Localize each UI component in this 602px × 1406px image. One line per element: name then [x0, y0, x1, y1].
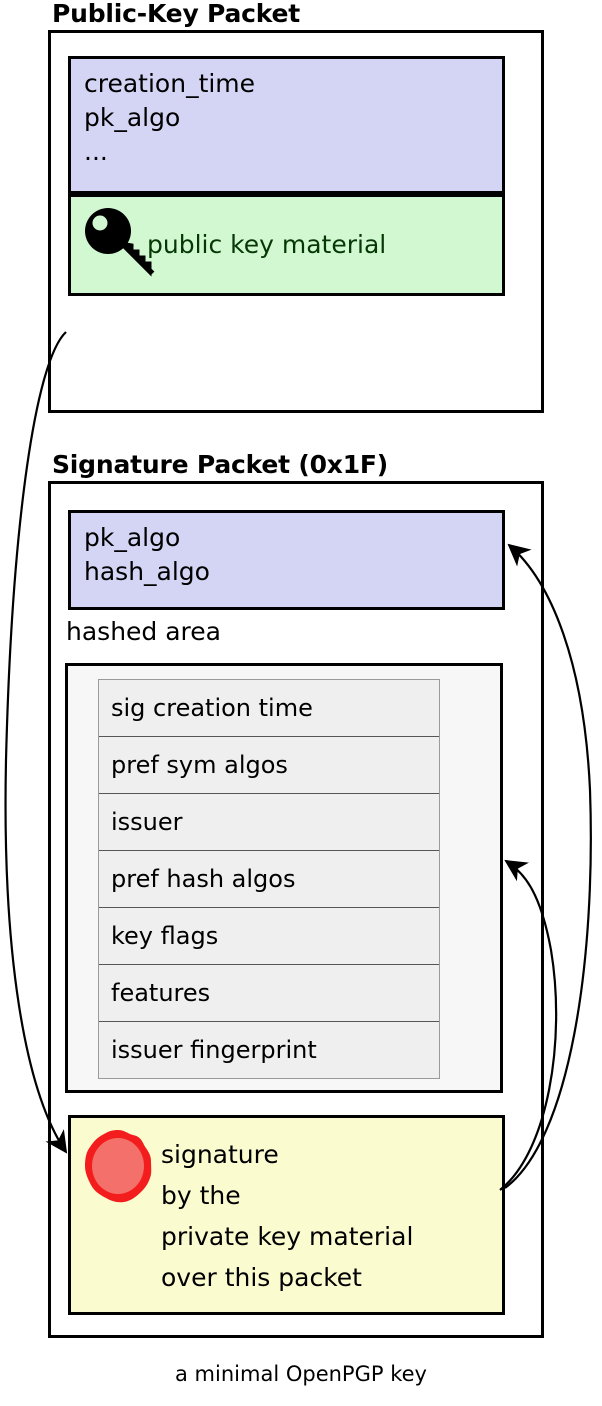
signature-fields-text: pk_algo hash_algo: [84, 523, 210, 586]
diagram-caption: a minimal OpenPGP key: [175, 1362, 427, 1386]
wax-seal-icon: [85, 1130, 152, 1203]
public-key-fields-text: creation_time pk_algo ...: [84, 69, 256, 166]
list-item[interactable]: pref sym algos: [99, 737, 439, 794]
public-key-material-label: public key material: [147, 230, 387, 259]
public-key-packet-title: Public-Key Packet: [52, 0, 301, 28]
public-key-material-block: public key material: [68, 194, 505, 296]
hashed-area-label: hashed area: [66, 617, 221, 646]
subpacket-list: sig creation time pref sym algos issuer …: [98, 679, 440, 1079]
public-key-fields-block: creation_time pk_algo ...: [68, 56, 505, 194]
signature-fields-block: pk_algo hash_algo: [68, 510, 505, 610]
key-icon: [85, 208, 155, 277]
list-item[interactable]: key flags: [99, 908, 439, 965]
list-item[interactable]: pref hash algos: [99, 851, 439, 908]
list-item[interactable]: issuer fingerprint: [99, 1022, 439, 1079]
signature-blob-text: signature by the private key material ov…: [161, 1140, 414, 1292]
list-item[interactable]: features: [99, 965, 439, 1022]
signature-blob-block: signature by the private key material ov…: [68, 1115, 505, 1315]
signature-packet-title: Signature Packet (0x1F): [52, 450, 389, 479]
list-item[interactable]: sig creation time: [99, 680, 439, 737]
list-item[interactable]: issuer: [99, 794, 439, 851]
hashed-area-box: sig creation time pref sym algos issuer …: [65, 663, 503, 1093]
public-key-packet-box: creation_time pk_algo ... public key mat…: [48, 30, 544, 413]
